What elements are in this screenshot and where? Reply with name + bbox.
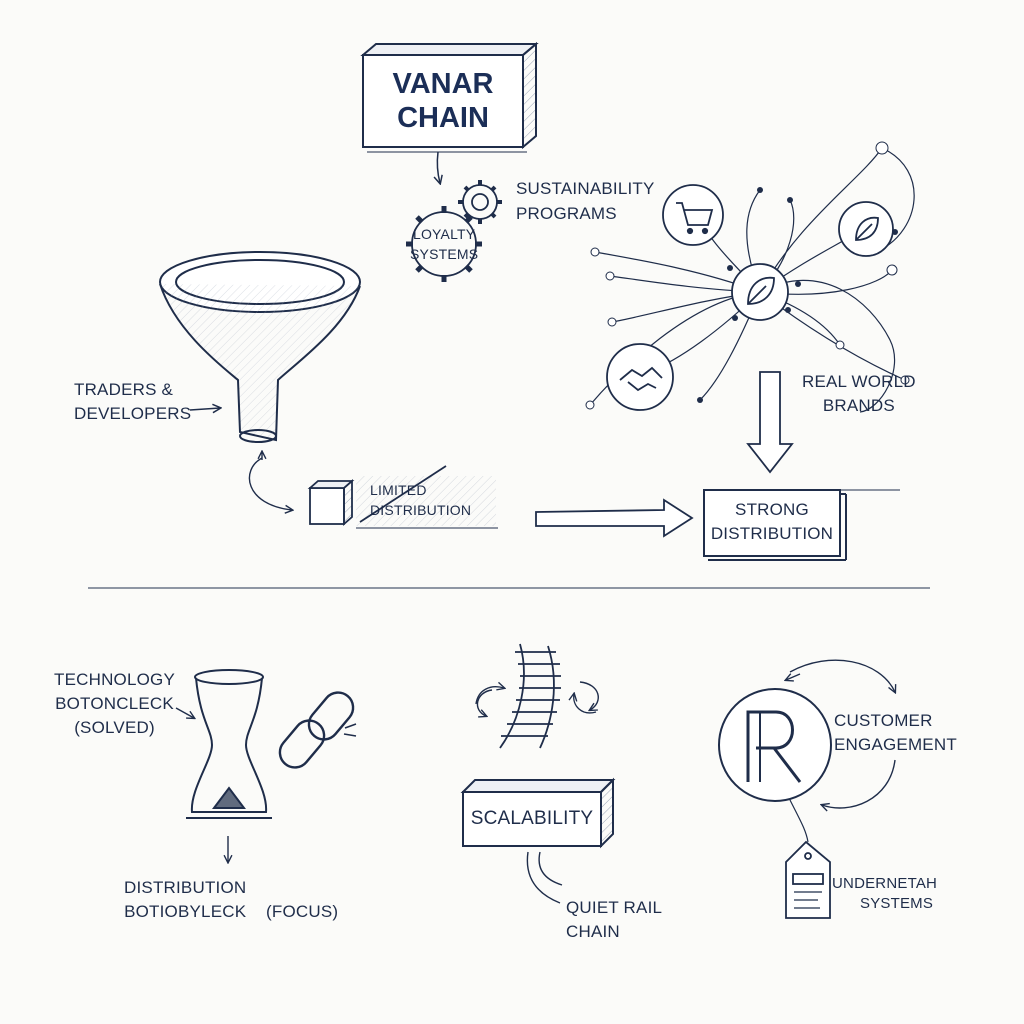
limited-distribution-label: LIMITED DISTRIBUTION [370, 480, 471, 520]
brands-down-arrow [748, 372, 792, 472]
scalability-label: SCALABILITY [463, 807, 601, 831]
cart-icon [663, 185, 723, 245]
sustainability-label: SUSTAINABILITY PROGRAMS [516, 176, 656, 226]
title-line-2: CHAIN [397, 101, 489, 135]
real-world-brands-label: REAL WORLD BRANDS [802, 370, 916, 418]
funnel-to-limited-arrow [249, 458, 292, 510]
handshake-icon [607, 344, 673, 410]
gear-icon [458, 180, 502, 224]
focus-label: (FOCUS) [266, 900, 338, 924]
hourglass-icon [186, 670, 272, 818]
distribution-bottleneck-label: DISTRIBUTION BOTIOBYLECK [124, 876, 246, 924]
loyalty-label: LOYALTY SYSTEMS [410, 224, 478, 264]
leaf-icon [839, 202, 893, 256]
title-line-1: VANAR [393, 67, 494, 101]
traders-developers-label: TRADERS & DEVELOPERS [74, 378, 191, 426]
title-box: VANAR CHAIN [363, 55, 523, 147]
registered-r-icon [719, 689, 831, 801]
rail-track-icon [500, 644, 561, 748]
price-tag-icon [786, 842, 830, 918]
underneath-systems-label: UNDERNETAH SYSTEMS [832, 874, 937, 914]
customer-engagement-label: CUSTOMER ENGAGEMENT [834, 709, 957, 757]
technology-bottleneck-label: TECHNOLOGY BOTONCLECK (SOLVED) [54, 668, 175, 740]
leaf-icon [732, 264, 788, 320]
strong-distribution-label: STRONG DISTRIBUTION [704, 498, 840, 546]
to-strong-arrow [536, 500, 692, 536]
chain-link-icon [274, 686, 359, 773]
quiet-rail-chain-label: QUIET RAIL CHAIN [566, 896, 662, 944]
traders-arrow [190, 408, 220, 410]
title-arrow [437, 152, 440, 183]
